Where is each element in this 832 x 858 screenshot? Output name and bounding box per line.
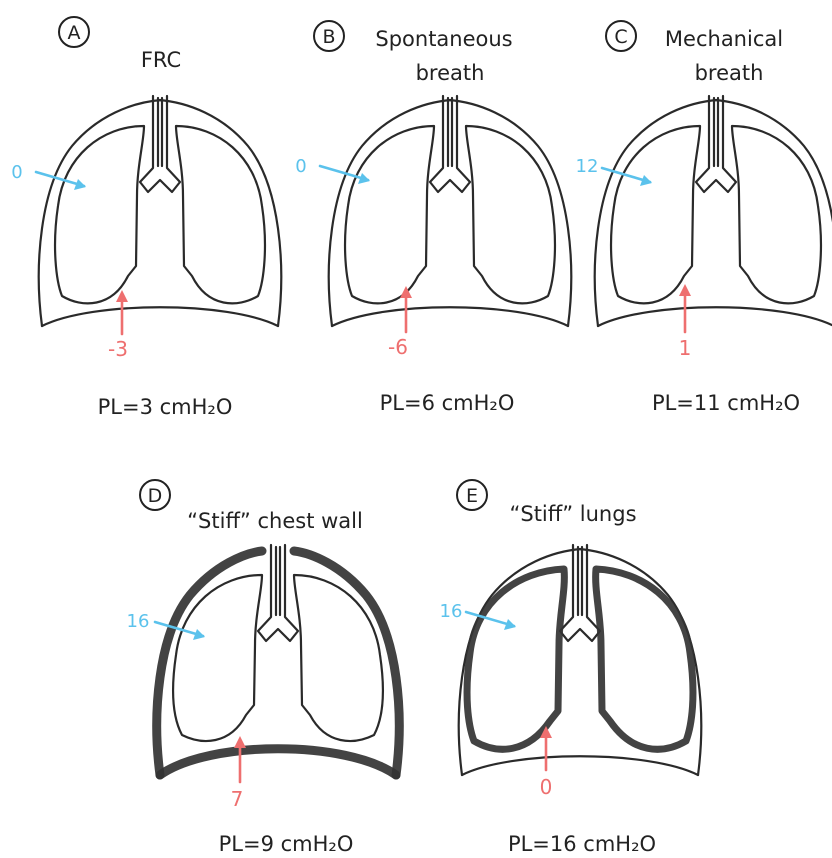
panel-a-title: FRC [141, 48, 181, 72]
alveolar-pressure-a: 0 [11, 162, 22, 183]
panel-e-title: “Stiff” lungs [509, 502, 636, 526]
panel-c [595, 96, 832, 326]
pleural-pressure-c: 1 [679, 336, 692, 360]
alveolar-pressure-d: 16 [127, 611, 150, 632]
transpulmonary-pressure-d: PL=9 cmH₂O [219, 832, 354, 856]
pleural-arrow-d [234, 736, 246, 782]
panel-a [39, 96, 281, 326]
transpulmonary-pressure-c: PL=11 cmH₂O [652, 391, 800, 415]
alveolar-pressure-b: 0 [295, 156, 306, 177]
panel-b-title-line1: Spontaneous [375, 27, 512, 51]
panel-c-letter: C [614, 26, 627, 48]
panel-b [329, 96, 571, 326]
transpulmonary-pressure-a: PL=3 cmH₂O [98, 395, 233, 419]
panel-b-badge: B [314, 21, 344, 51]
panel-d-badge: D [140, 480, 170, 510]
panel-e [459, 545, 701, 775]
pleural-pressure-a: -3 [108, 337, 128, 361]
alveolar-pressure-c: 12 [576, 156, 599, 177]
panel-a-badge: A [59, 17, 89, 47]
panel-a-letter: A [68, 22, 81, 44]
pleural-arrow-a [116, 290, 128, 334]
panel-d [157, 545, 399, 775]
panel-e-badge: E [457, 480, 487, 510]
panel-b-letter: B [322, 26, 335, 48]
pleural-pressure-e: 0 [540, 775, 553, 799]
panel-c-badge: C [606, 21, 636, 51]
pleural-pressure-d: 7 [231, 787, 244, 811]
transpulmonary-pressure-e: PL=16 cmH₂O [508, 832, 656, 856]
transpulmonary-pressure-b: PL=6 cmH₂O [380, 391, 515, 415]
pleural-pressure-b: -6 [388, 335, 408, 359]
panel-c-title-line1: Mechanical [665, 27, 783, 51]
panel-e-letter: E [466, 485, 478, 507]
alveolar-pressure-e: 16 [440, 601, 463, 622]
panel-d-title: “Stiff” chest wall [187, 509, 363, 533]
panel-c-title-line2: breath [695, 61, 764, 85]
panel-b-title-line2: breath [416, 61, 485, 85]
panel-d-letter: D [148, 485, 163, 507]
